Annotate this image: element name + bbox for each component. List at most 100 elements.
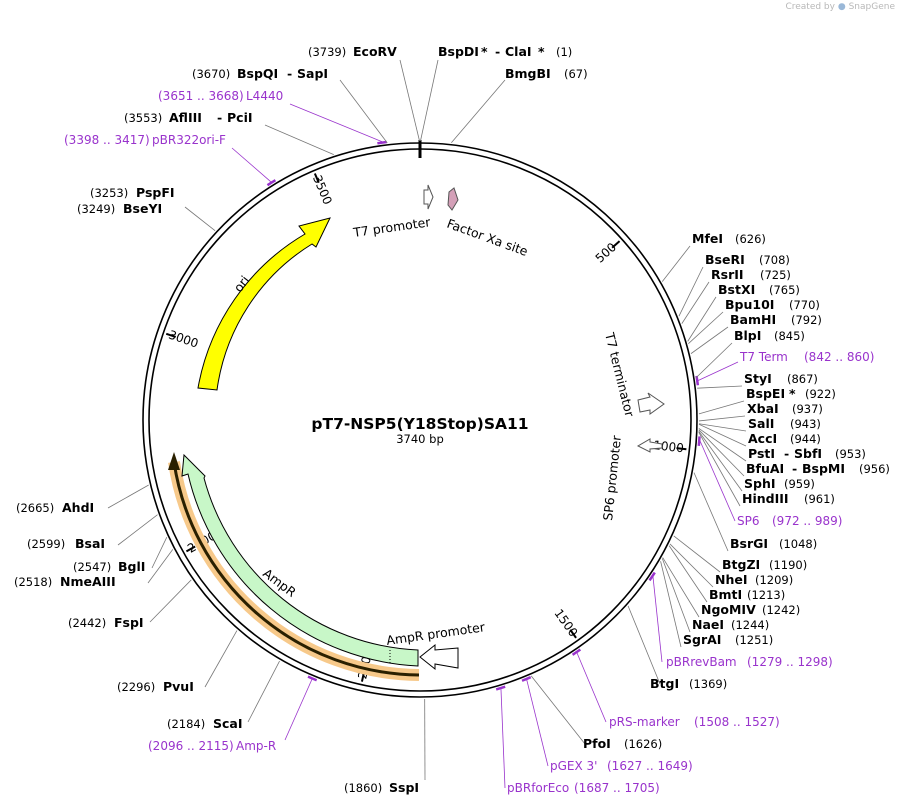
primer-amp-r[interactable]: (2096 .. 2115)Amp-R — [148, 739, 276, 753]
site-name: EcoRV — [353, 44, 397, 59]
site-ahdi[interactable]: (2665)AhdI — [16, 500, 94, 515]
site-fspi[interactable]: (2442)FspI — [68, 615, 144, 630]
site-pos: (2184) — [167, 717, 205, 731]
primer-leader-line — [576, 652, 607, 723]
leader-line — [688, 311, 724, 344]
site-bfuai-bspmi[interactable]: BfuAI-BspMI(956) — [746, 461, 890, 476]
site-bsrgi[interactable]: BsrGI(1048) — [730, 536, 817, 551]
t7-promoter-feature[interactable]: T7 promoter — [351, 184, 434, 240]
site-acci[interactable]: AccI(944) — [748, 431, 821, 446]
site-pos: (1626) — [624, 737, 662, 751]
primer-pbrrevbam[interactable]: pBRrevBam(1279 .. 1298) — [666, 655, 833, 669]
site-name: NheI — [715, 572, 748, 587]
primer-t7-term[interactable]: T7 Term(842 .. 860) — [739, 350, 874, 364]
primer-l4440[interactable]: (3651 .. 3668)L4440 — [158, 89, 283, 103]
site-bseyi[interactable]: (3249)BseYI — [77, 201, 162, 216]
leader-line — [698, 423, 747, 432]
site-afliii-pcii[interactable]: (3553)AflIII-PciI — [124, 110, 253, 125]
site-star: * — [789, 386, 796, 401]
site-sali[interactable]: SalI(943) — [748, 416, 821, 431]
site-xbai[interactable]: XbaI (937) — [747, 401, 823, 416]
site-name: BspDI — [438, 44, 479, 59]
factor-xa-feature[interactable]: Factor Xa site — [445, 187, 530, 259]
site-sphi[interactable]: SphI(959) — [744, 476, 815, 491]
site-styi[interactable]: StyI(867) — [744, 371, 818, 386]
leader-line — [678, 266, 704, 317]
primer-mark — [307, 675, 318, 682]
primer-sp6[interactable]: SP6(972 .. 989) — [737, 514, 842, 528]
primer-leader-line — [652, 577, 663, 663]
t7-terminator-feature[interactable]: T7 terminator — [602, 330, 665, 419]
site-blpi[interactable]: BlpI(845) — [734, 328, 805, 343]
site-name: FspI — [114, 615, 144, 630]
leader-line — [681, 281, 710, 324]
leader-line — [117, 514, 158, 546]
site-pos: (3553) — [124, 111, 162, 125]
site-bseri[interactable]: BseRI(708) — [705, 252, 790, 267]
site-name: BtgZI — [722, 557, 760, 572]
primer-pbr322ori-f[interactable]: (3398 .. 3417)pBR322ori-F — [64, 133, 226, 147]
site-ngomiv[interactable]: NgoMIV(1242) — [701, 602, 800, 617]
site-nmeaiii[interactable]: (2518)NmeAIII — [14, 574, 116, 589]
primer-leader-line — [699, 441, 736, 522]
site-name: BseRI — [705, 252, 745, 267]
site-name: SgrAI — [683, 632, 721, 647]
site-pos: (937) — [792, 402, 823, 416]
site-sspi[interactable]: (1860)SspI — [344, 780, 419, 795]
site-nhei[interactable]: NheI(1209) — [715, 572, 793, 587]
site-pos: (944) — [790, 432, 821, 446]
primer-prs-marker[interactable]: pRS-marker(1508 .. 1527) — [609, 715, 780, 729]
site-bgli[interactable]: (2547)BglI — [73, 559, 145, 574]
site-name: AflIII — [169, 110, 202, 125]
site-name: XbaI — [747, 401, 779, 416]
ampr-highlight — [168, 452, 420, 681]
site-name: BsaI — [75, 536, 105, 551]
site-naei[interactable]: NaeI(1244) — [692, 617, 769, 632]
leader-line — [697, 385, 743, 389]
site-name: PspFI — [136, 185, 175, 200]
site-bpu10i[interactable]: Bpu10I(770) — [725, 297, 820, 312]
site-pos: (845) — [774, 329, 805, 343]
sp6-promoter-feature[interactable]: SP6 promoter — [600, 434, 663, 521]
site-btgzi[interactable]: BtgZI(1190) — [722, 557, 807, 572]
site-bmti[interactable]: BmtI(1213) — [709, 587, 785, 602]
primer-mark — [495, 685, 506, 691]
site-pos: (1213) — [747, 588, 785, 602]
site-hindiii[interactable]: HindIII(961) — [742, 491, 835, 506]
primer-name: Amp-R — [236, 739, 276, 753]
site-name: BspQI — [237, 66, 278, 81]
site-pos: (2518) — [14, 575, 52, 589]
site-mfei[interactable]: MfeI(626) — [692, 231, 766, 246]
primer-range: (1687 .. 1705) — [574, 781, 660, 795]
site-pos: (792) — [791, 313, 822, 327]
site-btgi[interactable]: BtgI(1369) — [650, 676, 727, 691]
site-bspdi-clai[interactable]: BspDI*-ClaI*(1) — [438, 44, 572, 59]
site-psti-sbfi[interactable]: PstI-SbfI(953) — [748, 446, 866, 461]
site-rsrii[interactable]: RsrII(725) — [711, 267, 791, 282]
site-pvui[interactable]: (2296)PvuI — [117, 679, 194, 694]
site-pfoi[interactable]: PfoI(1626) — [583, 736, 662, 751]
site-ecorv[interactable]: (3739)EcoRV — [308, 44, 397, 59]
ori-feature[interactable]: ori — [197, 217, 331, 391]
leader-line — [693, 472, 729, 552]
site-sgrai[interactable]: SgrAI(1251) — [683, 632, 773, 647]
site-name2: PciI — [227, 110, 253, 125]
primer-range: (3398 .. 3417) — [64, 133, 150, 147]
site-name2: SapI — [297, 66, 328, 81]
primer-pbrforeco[interactable]: pBRforEco(1687 .. 1705) — [507, 781, 660, 795]
site-bsai[interactable]: (2599)BsaI — [27, 536, 105, 551]
site-bmgbi[interactable]: BmgBI(67) — [505, 66, 588, 81]
snapgene-logo-icon: ● — [837, 2, 846, 12]
site-pspfi[interactable]: (3253)PspFI — [90, 185, 175, 200]
site-bspqi-sapi[interactable]: (3670)BspQI-SapI — [192, 66, 328, 81]
site-bspei[interactable]: BspEI*(922) — [746, 386, 836, 401]
leader-line — [698, 429, 745, 477]
primer-mark — [521, 676, 532, 682]
site-bstxi[interactable]: BstXI(765) — [718, 282, 800, 297]
primer-pgex3[interactable]: pGEX 3'(1627 .. 1649) — [550, 759, 693, 773]
site-pos: (922) — [805, 387, 836, 401]
site-bamhi[interactable]: BamHI(792) — [730, 312, 822, 327]
site-scai[interactable]: (2184)ScaI — [167, 716, 243, 731]
primer-leader-line — [526, 679, 549, 767]
